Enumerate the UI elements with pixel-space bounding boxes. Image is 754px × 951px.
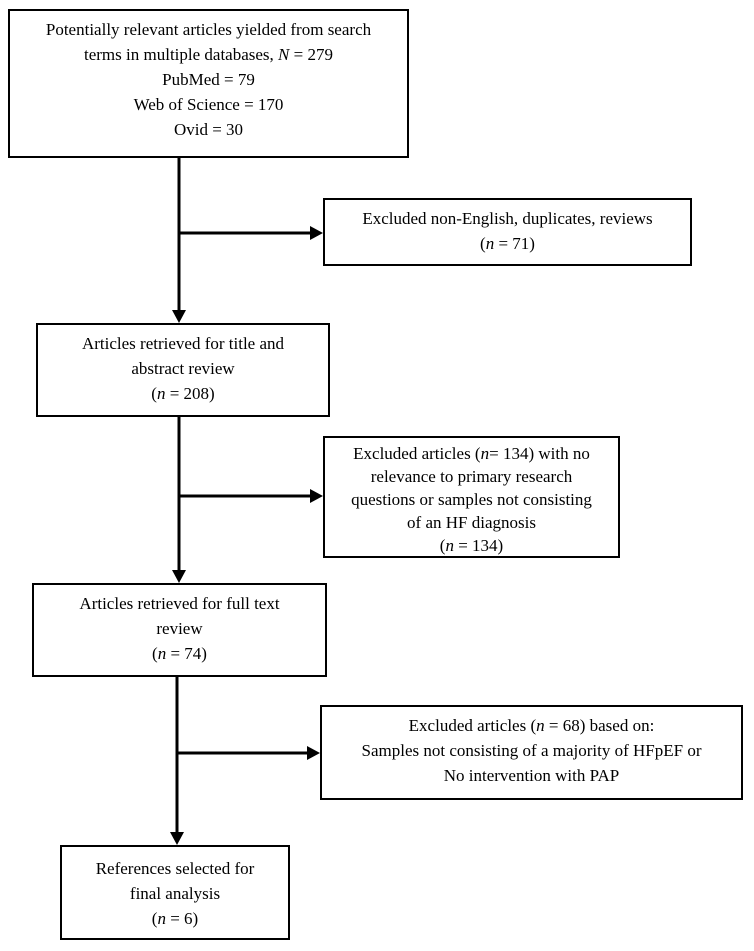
box-excluded-initial: Excluded non-English, duplicates, review… <box>323 198 692 266</box>
box-line: Ovid = 30 <box>173 120 244 139</box>
box-line: (n = 71) <box>325 231 690 256</box>
box-line: final analysis <box>129 884 221 903</box>
box-line: PubMed = 79 <box>162 70 255 89</box>
box-final-analysis: References selected for final analysis (… <box>60 845 290 940</box>
arrowhead-full-text <box>172 570 186 583</box>
box-line: Samples not consisting of a majority of … <box>361 741 702 760</box>
text-segment: = 6) <box>165 909 199 928</box>
box-line: terms in multiple databases, N = 279 <box>10 42 407 67</box>
box-line: relevance to primary research <box>370 467 573 486</box>
italic-n: n <box>485 234 495 253</box>
italic-n: n <box>156 384 166 403</box>
italic-n: n <box>445 536 454 555</box>
text-segment: = 68) based on: <box>544 716 655 735</box>
italic-n: n <box>157 909 166 928</box>
box-search-results: Potentially relevant articles yielded fr… <box>8 9 409 158</box>
box-line: (n = 74) <box>34 641 325 666</box>
arrowhead-excluded-initial <box>310 226 323 240</box>
box-line: Articles retrieved for full text <box>79 594 280 613</box>
italic-n: n <box>536 716 545 735</box>
text-segment: ( <box>152 644 158 663</box>
box-line: Excluded articles (n= 134) with no <box>325 442 618 465</box>
box-line: questions or samples not consisting <box>351 490 592 509</box>
arrowhead-excluded-full-text <box>307 746 320 760</box>
box-line: (n = 134) <box>325 534 618 557</box>
box-excluded-full-text: Excluded articles (n = 68) based on: Sam… <box>320 705 743 800</box>
arrowhead-title-abstract <box>172 310 186 323</box>
text-segment: ( <box>151 909 158 928</box>
text-segment: Excluded articles ( <box>353 444 481 463</box>
box-line: Potentially relevant articles yielded fr… <box>45 20 372 39</box>
italic-n: n <box>480 444 490 463</box>
box-line: No intervention with PAP <box>443 766 620 785</box>
box-line: Excluded non-English, duplicates, review… <box>362 209 653 228</box>
text-segment: = 134) <box>453 536 504 555</box>
box-line: Web of Science = 170 <box>133 95 284 114</box>
text-segment: ( <box>151 384 157 403</box>
arrowhead-final <box>170 832 184 845</box>
italic-n: n <box>157 644 167 663</box>
text-segment: = 74) <box>166 644 207 663</box>
box-full-text-review: Articles retrieved for full text review … <box>32 583 327 677</box>
box-title-abstract-review: Articles retrieved for title and abstrac… <box>36 323 330 417</box>
text-segment: = 279 <box>289 45 333 64</box>
italic-n: N <box>278 45 290 64</box>
box-line: Excluded articles (n = 68) based on: <box>322 713 741 738</box>
text-segment: ( <box>480 234 486 253</box>
text-segment: terms in multiple databases, <box>84 45 279 64</box>
box-line: review <box>156 619 203 638</box>
text-segment: = 134) with no <box>489 444 590 463</box>
arrowhead-excluded-title-review <box>310 489 323 503</box>
box-line: abstract review <box>131 359 235 378</box>
text-segment: = 71) <box>494 234 535 253</box>
box-line: References selected for <box>95 859 255 878</box>
text-segment: = 208) <box>165 384 215 403</box>
box-line: of an HF diagnosis <box>407 513 536 532</box>
box-line: Articles retrieved for title and <box>81 334 285 353</box>
text-segment: ( <box>439 536 446 555</box>
box-line: (n = 6) <box>62 906 288 931</box>
box-line: (n = 208) <box>38 381 328 406</box>
box-excluded-title-review: Excluded articles (n= 134) with no relev… <box>323 436 620 558</box>
text-segment: Excluded articles ( <box>408 716 537 735</box>
